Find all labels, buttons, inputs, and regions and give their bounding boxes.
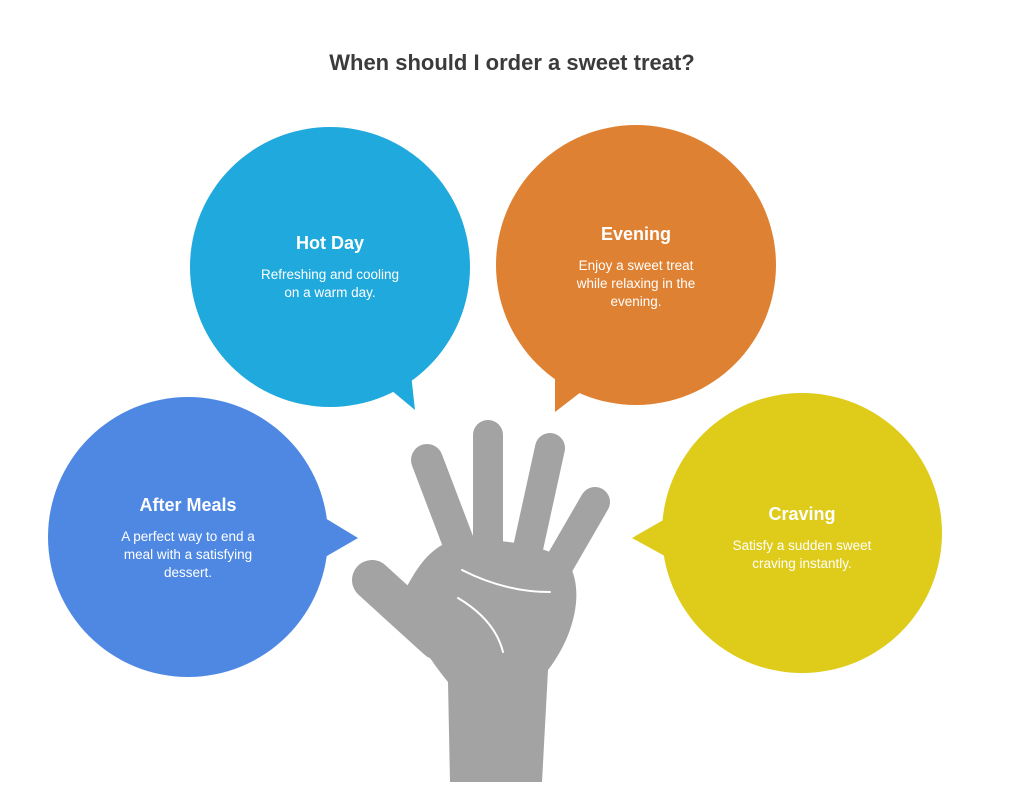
bubble-after-meals-desc-2: meal with a satisfying (124, 547, 252, 562)
bubble-evening-desc-1: Enjoy a sweet treat (579, 258, 694, 273)
hand-life-line (457, 597, 504, 653)
bubble-hot-day-desc-1: Refreshing and cooling (261, 267, 399, 282)
hand-palm (400, 540, 577, 782)
bubble-after-meals-desc-3: dessert. (164, 565, 212, 580)
bubble-hot-day-circle (190, 127, 470, 407)
hand-middle-finger (510, 433, 565, 577)
bubble-evening-title: Evening (601, 224, 671, 244)
bubble-craving-circle (662, 393, 942, 673)
bubble-hot-day-desc-2: on a warm day. (284, 285, 375, 300)
bubble-evening-circle (496, 125, 776, 405)
hand-heart-line (461, 569, 551, 593)
bubble-evening: Evening Enjoy a sweet treat while relaxi… (496, 125, 776, 412)
bubble-craving-desc-2: craving instantly. (752, 556, 852, 571)
bubble-hot-day-title: Hot Day (296, 233, 364, 253)
bubble-evening-desc-3: evening. (610, 294, 661, 309)
bubble-hot-day: Hot Day Refreshing and cooling on a warm… (190, 127, 470, 410)
bubble-after-meals-circle (48, 397, 328, 677)
bubble-craving-desc-1: Satisfy a sudden sweet (733, 538, 872, 553)
bubble-after-meals-tail (320, 515, 358, 560)
bubble-craving-title: Craving (768, 504, 835, 524)
diagram-title: When should I order a sweet treat? (329, 50, 695, 75)
hand-icon (352, 420, 610, 782)
bubble-craving-tail (632, 515, 672, 560)
bubble-after-meals: After Meals A perfect way to end a meal … (48, 397, 358, 677)
bubble-after-meals-desc-1: A perfect way to end a (121, 529, 255, 544)
bubble-after-meals-title: After Meals (139, 495, 236, 515)
bubble-craving: Craving Satisfy a sudden sweet craving i… (632, 393, 942, 673)
bubble-evening-desc-2: while relaxing in the (576, 276, 696, 291)
